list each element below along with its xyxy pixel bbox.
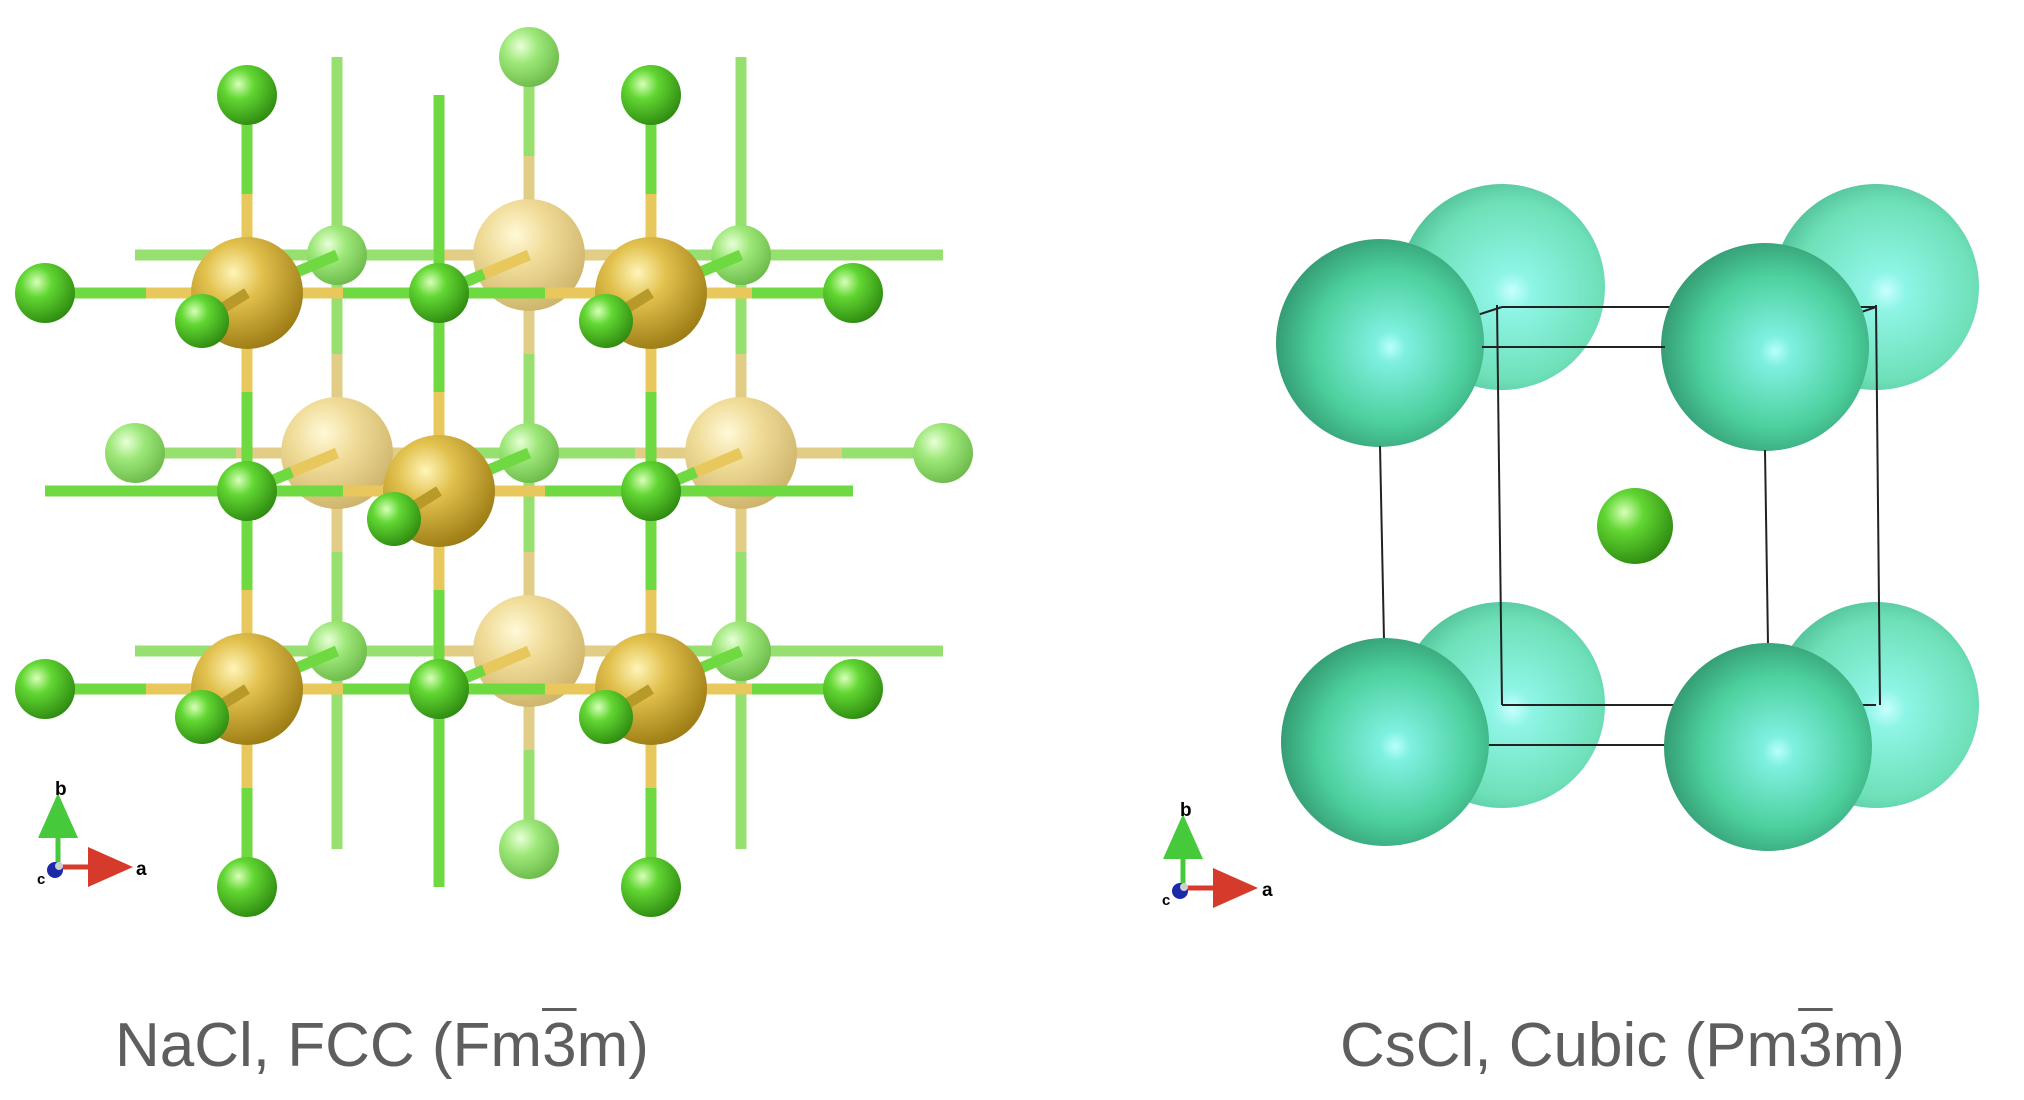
cl-atom [621, 461, 681, 521]
bond-depth-b [693, 447, 744, 478]
cl-atom [409, 263, 469, 323]
cl-atom [217, 857, 277, 917]
cl-atom [823, 263, 883, 323]
unit-cell-front-edges [1379, 346, 1769, 746]
axis-a-label: a [136, 859, 147, 880]
caption-overbar-digit: 3 [542, 1011, 577, 1080]
cl-atom-front [579, 690, 633, 744]
bond-front-stub-a [625, 684, 654, 708]
nacl-front-atoms [15, 65, 883, 917]
cscl-caption: CsCl, Cubic (Pm3m) [1340, 1010, 1905, 1081]
cl-atom [823, 659, 883, 719]
cl-atom [217, 65, 277, 125]
nacl-caption: NaCl, FCC (Fm3m) [115, 1010, 649, 1081]
caption-suffix: m) [1832, 1011, 1905, 1080]
cl-atom [499, 819, 559, 879]
caption-suffix: m) [576, 1011, 649, 1080]
bond-depth-b [693, 249, 744, 280]
bond-depth-b [481, 249, 532, 280]
cs-atom-front-bottom-right [1664, 643, 1872, 851]
cl-atom [621, 65, 681, 125]
cl-atom [217, 461, 277, 521]
bond-depth-b [289, 645, 340, 676]
axis-c-label: c [1162, 892, 1170, 909]
cs-atom-front-top-left [1276, 239, 1484, 447]
axis-triad-right: b a c [1162, 800, 1273, 909]
axis-b-label: b [1180, 800, 1192, 821]
caption-prefix: CsCl, Cubic (Pm [1340, 1011, 1799, 1080]
axis-b-label: b [55, 779, 67, 800]
cs-atom-front-top-right [1661, 243, 1869, 451]
bond-depth-b [481, 645, 532, 676]
cl-atom-front [367, 492, 421, 546]
cl-atom-center [1597, 488, 1673, 564]
bond-depth-b [289, 249, 340, 280]
bond-front-stub-a [625, 288, 654, 312]
cl-atom [105, 423, 165, 483]
bond-front-stub-a [221, 684, 250, 708]
bond-front-stub-a [413, 486, 442, 510]
caption-prefix: NaCl, FCC (Fm [115, 1011, 543, 1080]
caption-overbar-digit: 3 [1798, 1011, 1833, 1080]
cl-atom [621, 857, 681, 917]
cl-atom [499, 27, 559, 87]
cl-atom-front [579, 294, 633, 348]
cl-atom [409, 659, 469, 719]
cs-atom-front-bottom-left [1281, 638, 1489, 846]
bond-depth-b [693, 645, 744, 676]
bond-depth-b [289, 447, 340, 478]
cscl-cubic-structure [1276, 184, 1979, 851]
cl-atom-front [175, 294, 229, 348]
axis-c-label: c [37, 871, 45, 888]
cl-atom [15, 263, 75, 323]
axis-a-label: a [1262, 880, 1273, 901]
nacl-fcc-structure [15, 27, 973, 917]
cl-atom [913, 423, 973, 483]
axis-triad-left: b a c [37, 779, 147, 888]
bond-front-stub-a [221, 288, 250, 312]
cl-atom [15, 659, 75, 719]
cl-atom-front [175, 690, 229, 744]
bond-depth-b [481, 447, 532, 478]
